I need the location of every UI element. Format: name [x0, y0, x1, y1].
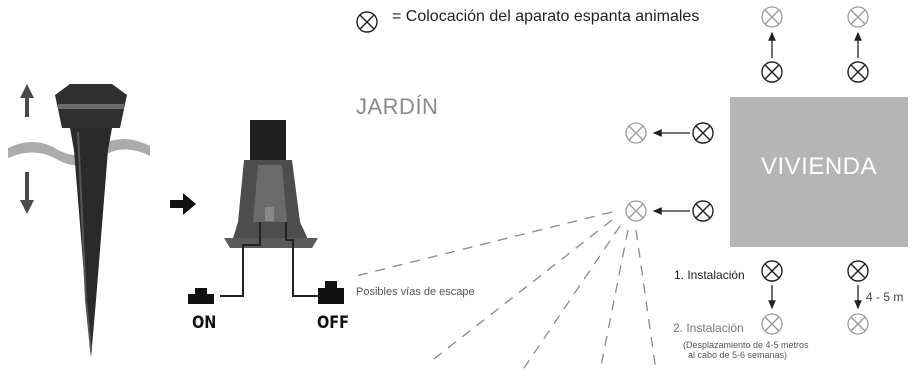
- escape-label: Posibles vías de escape: [356, 286, 475, 298]
- placement-bottom-right: [847, 260, 869, 335]
- on-label: ON: [192, 313, 217, 333]
- up-arrow-icon: [20, 84, 34, 117]
- right-arrow-icon: [170, 193, 196, 215]
- placement-top-left: [761, 6, 783, 83]
- legend-crossed-circle-icon: [356, 11, 378, 33]
- displacement-note-line2: al cabo de 5-6 semanas): [688, 350, 788, 360]
- garden-label: JARDÍN: [356, 94, 439, 119]
- escape-paths: [355, 211, 657, 371]
- installation-step1-label: 1. Instalación: [674, 268, 745, 282]
- placement-top-right: [847, 6, 869, 83]
- switch-detail-illustration: [188, 120, 344, 304]
- stake: [70, 128, 112, 358]
- displacement-note-line1: (Desplazamiento de 4-5 metros: [683, 340, 809, 350]
- off-label: OFF: [317, 313, 350, 333]
- house-block: VIVIENDA: [730, 97, 908, 247]
- distance-label: 4 - 5 m: [866, 290, 904, 304]
- device-stake-illustration: [8, 84, 150, 358]
- legend-text: = Colocación del aparato espanta animale…: [392, 8, 700, 25]
- ground-wave: [8, 139, 150, 166]
- down-arrow-icon: [20, 172, 34, 214]
- placement-left-upper: [625, 122, 714, 144]
- placement-left-lower: [625, 200, 714, 222]
- installation-step2-label: 2. Instalación: [673, 321, 744, 335]
- placement-bottom-left: [761, 260, 783, 335]
- house-label: VIVIENDA: [760, 153, 878, 180]
- on-switch-icon: [188, 294, 214, 304]
- off-switch-icon: [318, 288, 344, 304]
